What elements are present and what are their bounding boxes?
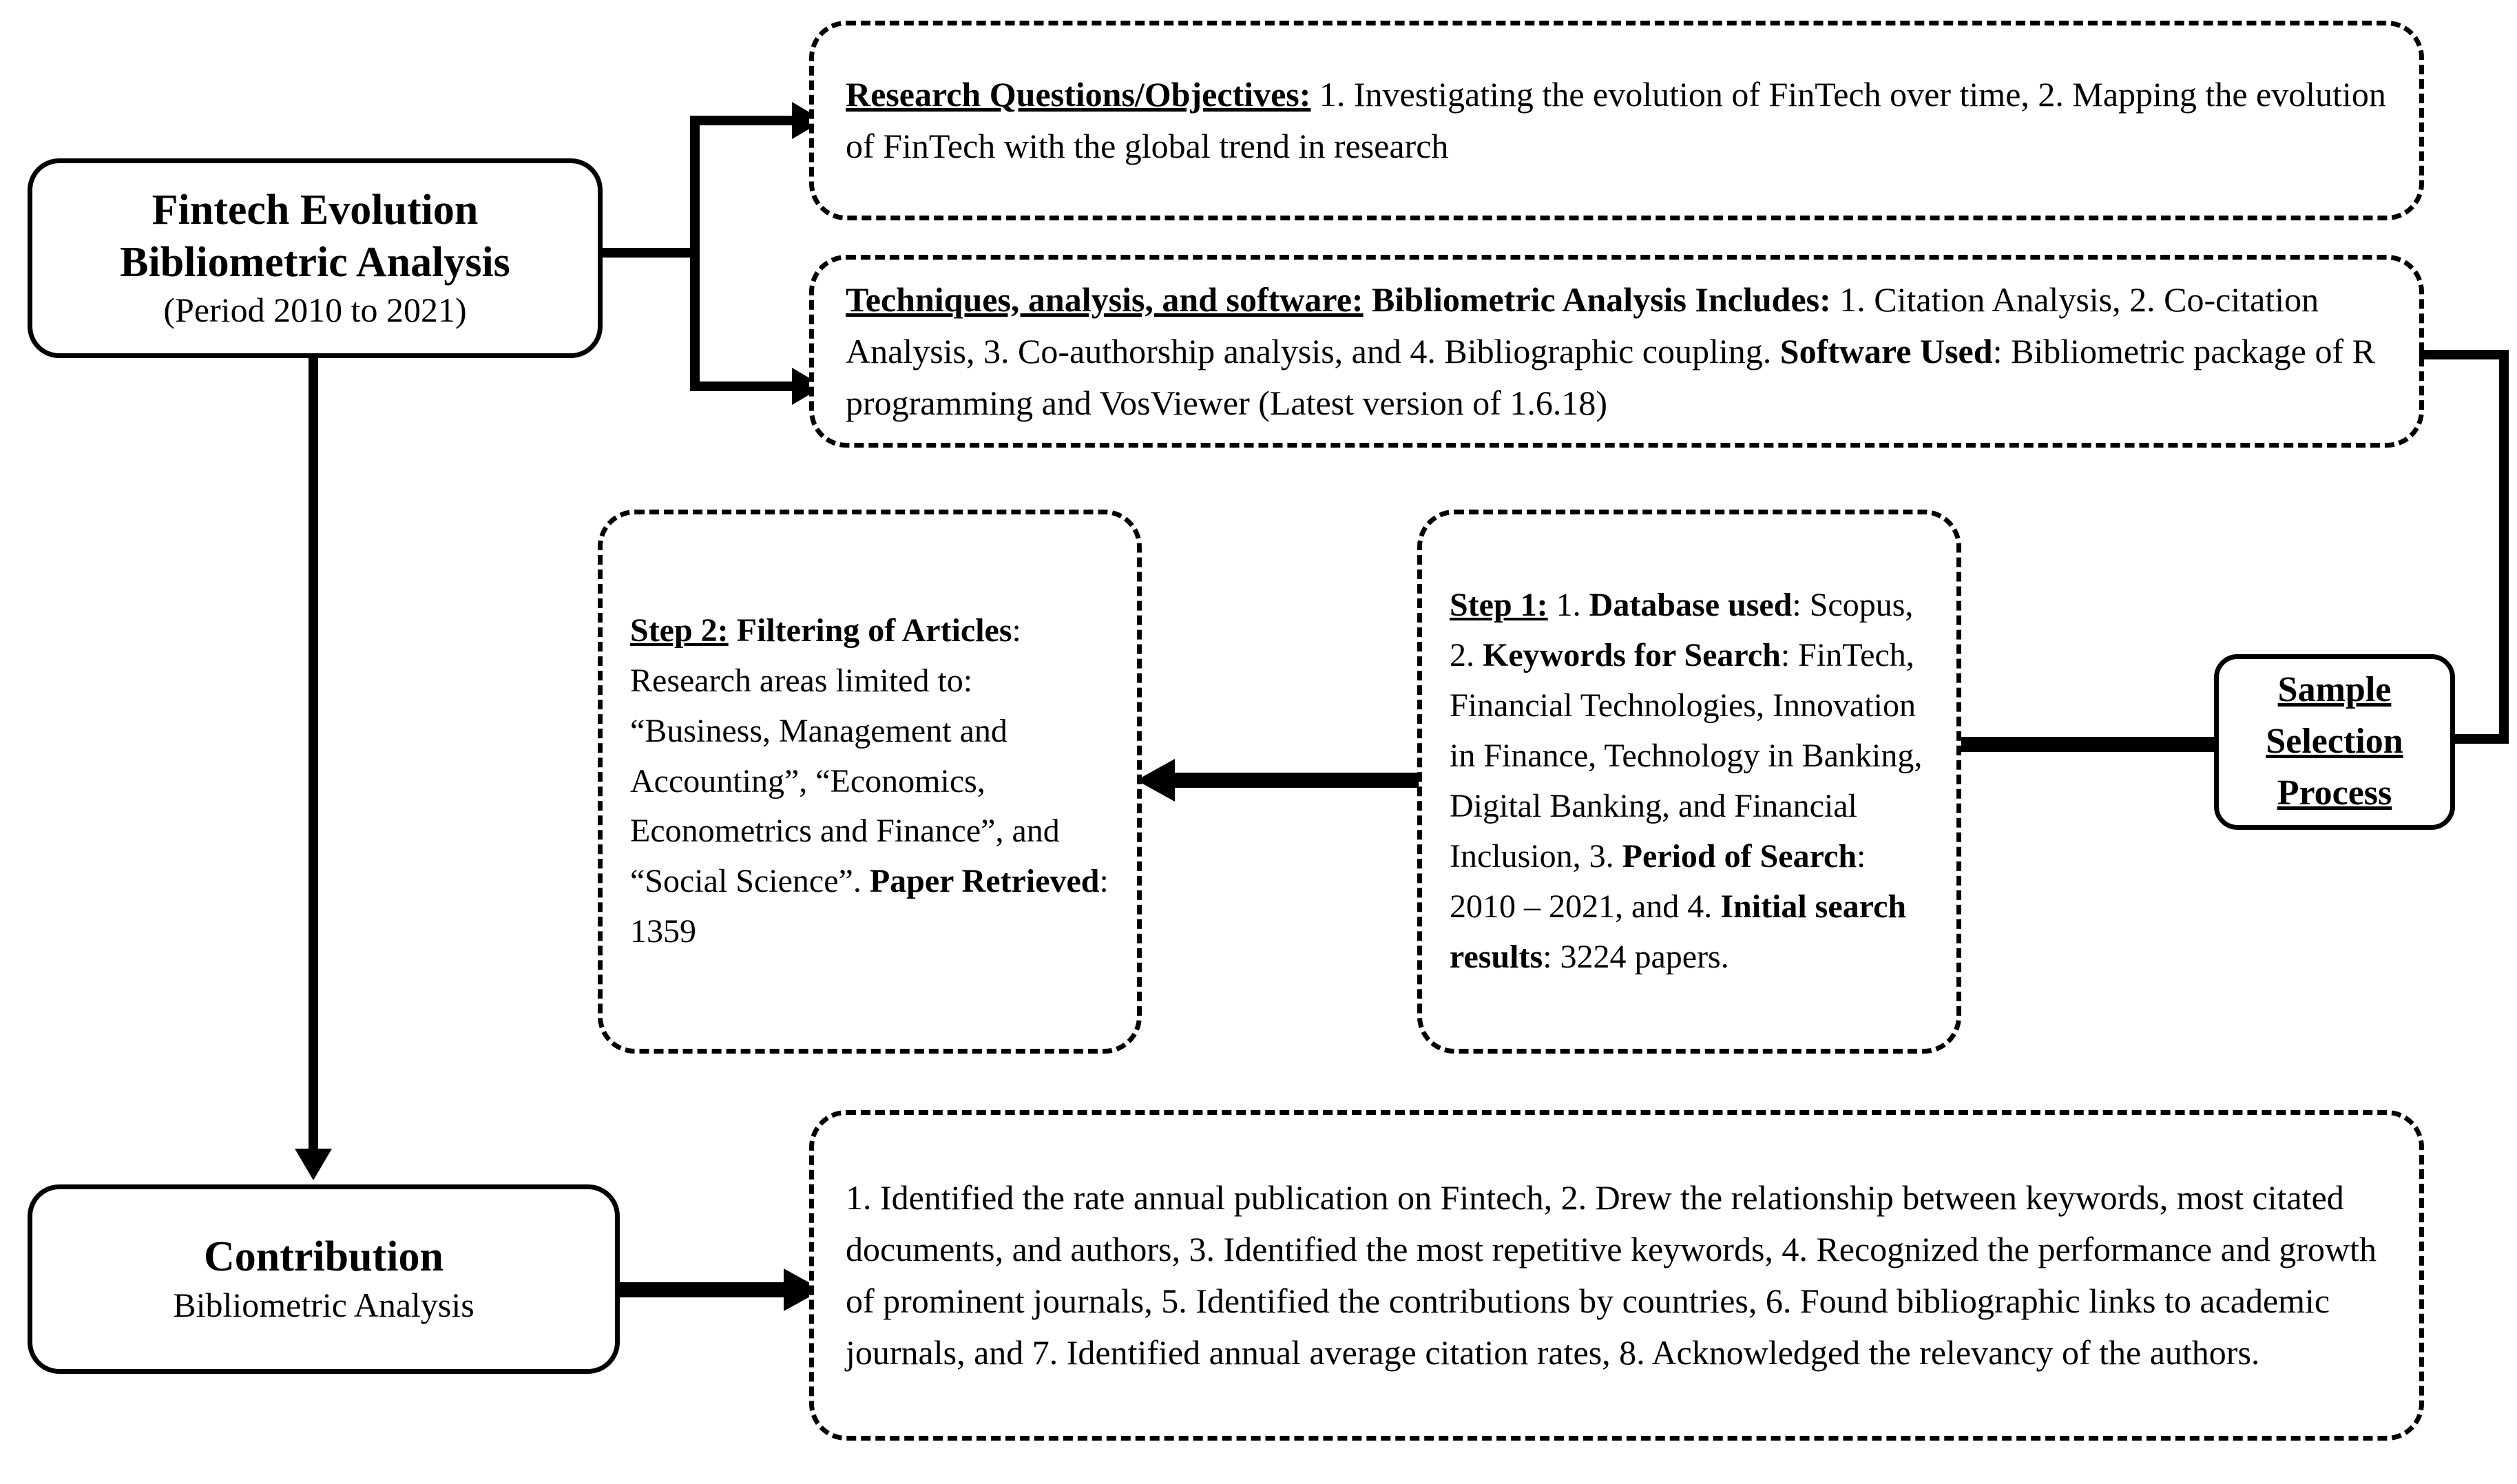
step2-heading: Step 2:	[630, 612, 729, 649]
root-period-label: (Period 2010 to 2021)	[163, 291, 467, 330]
research-questions-body: 1. Investigating the evolution of FinTec…	[846, 75, 2386, 165]
connector-tech-to-sample-vertical	[2499, 350, 2509, 744]
step2-seg1: : Research areas limited to: “Business, …	[630, 612, 1060, 900]
connector-step1-to-step2-horizontal	[1174, 773, 1419, 788]
arrow-root-to-contribution	[295, 1149, 332, 1180]
techniques-bold2: Software Used	[1779, 331, 1993, 370]
connector-contribution-to-findings-horizontal	[620, 1282, 819, 1297]
step1-bold3: Period of Search	[1622, 837, 1857, 875]
arrow-step1-to-step2	[1136, 759, 1175, 802]
step1-text: Step 1: 1. Database used: Scopus, 2. Key…	[1422, 581, 1956, 983]
research-questions-heading: Research Questions/Objectives:	[846, 75, 1311, 114]
step1-seg2: : Scopus, 2.	[1450, 587, 1914, 674]
techniques-bold1: Bibliometric Analysis Includes:	[1363, 280, 1831, 319]
step1-heading: Step 1:	[1450, 587, 1548, 624]
step2-bold2: Paper Retrieved	[869, 863, 1100, 900]
step1-seg3: : FinTech, Financial Technologies, Innov…	[1450, 637, 1923, 875]
findings-text: 1. Identified the rate annual publicatio…	[846, 1178, 2377, 1372]
step1-seg5: : 3224 papers.	[1543, 938, 1729, 975]
node-contribution[interactable]: Contribution Bibliometric Analysis	[28, 1184, 620, 1374]
node-fintech-evolution[interactable]: Fintech Evolution Bibliometric Analysis …	[28, 158, 603, 358]
sample-selection-line2: Selection	[2266, 722, 2403, 762]
contribution-subtitle: Bibliometric Analysis	[173, 1286, 474, 1325]
step1-bold4: Initial search results	[1450, 888, 1907, 975]
techniques-body1: 1. Citation Analysis, 2. Co-citation Ana…	[846, 280, 2319, 370]
root-title-line2: Bibliometric Analysis	[120, 238, 510, 286]
connector-root-stub	[603, 248, 699, 258]
root-title-line1: Fintech Evolution	[152, 187, 479, 234]
step2-seg2: : 1359	[630, 863, 1109, 950]
step1-seg1: 1.	[1547, 587, 1589, 624]
research-questions-text: Research Questions/Objectives: 1. Invest…	[814, 69, 2419, 172]
node-techniques-analysis-software[interactable]: Techniques, analysis, and software: Bibl…	[809, 255, 2424, 448]
node-step1[interactable]: Step 1: 1. Database used: Scopus, 2. Key…	[1417, 510, 1961, 1054]
connector-sample-to-step1-horizontal	[1959, 737, 2214, 752]
step1-bold2: Keywords for Search	[1483, 637, 1781, 674]
step2-text: Step 2: Filtering of Articles: Research …	[603, 606, 1137, 958]
connector-root-to-contribution-vertical	[309, 358, 318, 1153]
techniques-heading: Techniques, analysis, and software:	[846, 280, 1364, 319]
step2-bold1: Filtering of Articles	[728, 612, 1012, 649]
node-step2[interactable]: Step 2: Filtering of Articles: Research …	[598, 510, 1142, 1054]
techniques-text: Techniques, analysis, and software: Bibl…	[814, 274, 2419, 429]
connector-root-to-rq-horizontal	[690, 116, 800, 125]
node-research-questions[interactable]: Research Questions/Objectives: 1. Invest…	[809, 21, 2424, 220]
connector-root-to-tech-horizontal	[690, 382, 800, 391]
step1-bold1: Database used	[1589, 587, 1793, 624]
connector-root-branch-vertical	[690, 116, 700, 391]
node-sample-selection-process[interactable]: Sample Selection Process	[2214, 654, 2455, 830]
sample-selection-line3: Process	[2277, 773, 2392, 813]
techniques-body2: : Bibliometric package of R programming …	[846, 331, 2375, 422]
sample-selection-line1: Sample	[2277, 670, 2392, 710]
node-findings[interactable]: 1. Identified the rate annual publicatio…	[809, 1110, 2424, 1441]
connector-tech-to-sample-horizontal-top	[2419, 350, 2509, 359]
contribution-title: Contribution	[204, 1233, 443, 1281]
step1-seg4: : 2010 – 2021, and 4.	[1450, 837, 1866, 925]
